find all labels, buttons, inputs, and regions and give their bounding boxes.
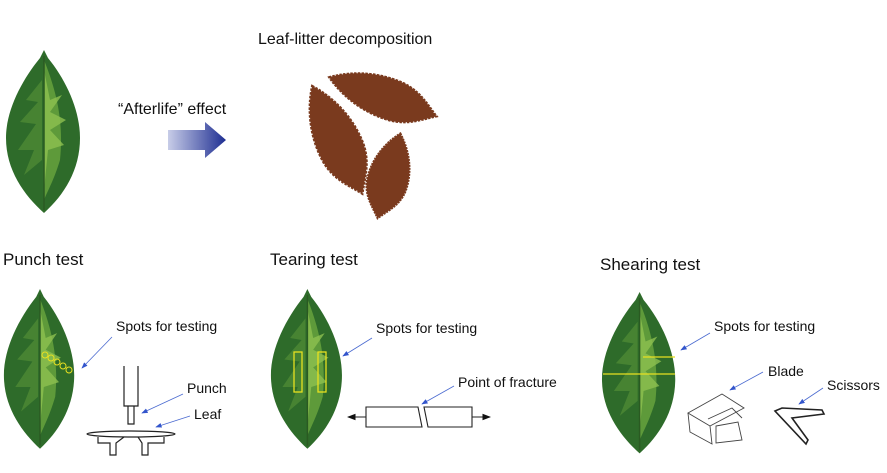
shearing-leaf-icon [601, 291, 676, 455]
shearing-spots [603, 356, 675, 375]
punch-test-title: Punch test [3, 250, 84, 269]
punch-label: Punch [187, 380, 227, 396]
tearing-spots-label: Spots for testing [376, 320, 477, 336]
tearing-spots [293, 351, 327, 393]
leaf-label: Leaf [194, 406, 221, 422]
fracture-label: Point of fracture [458, 374, 557, 390]
punch-apparatus-icon [86, 366, 176, 456]
scissors-icon [773, 407, 826, 446]
blade-label: Blade [768, 363, 804, 379]
scissors-label: Scissors [827, 377, 880, 393]
fresh-leaf-icon [5, 49, 81, 214]
afterlife-label: “Afterlife” effect [118, 101, 227, 118]
tearing-test-title: Tearing test [270, 250, 358, 269]
blade-icon [687, 393, 745, 445]
litter-leaves-icon [290, 56, 445, 225]
shearing-spots-label: Spots for testing [714, 318, 815, 334]
tearing-leaf-icon [270, 288, 343, 450]
tearing-sample-icon [346, 406, 492, 428]
afterlife-arrow-icon [168, 122, 226, 158]
punch-spots [41, 351, 73, 374]
decomposition-title: Leaf-litter decomposition [258, 31, 432, 48]
punch-spots-label: Spots for testing [116, 318, 217, 334]
shearing-test-title: Shearing test [600, 255, 700, 274]
